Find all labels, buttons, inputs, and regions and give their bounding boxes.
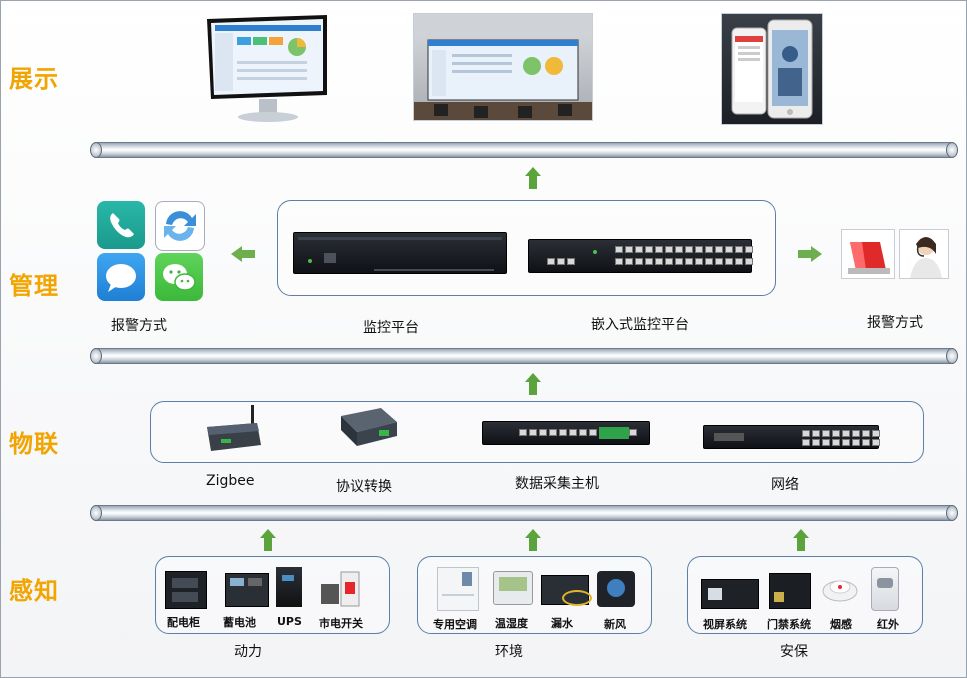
- message-bubble-icon: [97, 253, 145, 301]
- power-item-1: 配电柜: [167, 616, 200, 629]
- layer-label-iot: 物联: [9, 430, 59, 458]
- alarm-methods-right-label: 报警方式: [867, 315, 923, 331]
- bus-pipe-iot: [90, 505, 958, 521]
- security-item-2: 门禁系统: [767, 618, 811, 631]
- desktop-monitor-icon: [205, 13, 329, 123]
- air-conditioner-icon: [437, 567, 479, 611]
- data-collector-host: [482, 421, 650, 445]
- phone-call-icon: [97, 201, 145, 249]
- wechat-icon: [155, 253, 203, 301]
- layer-label-perception: 感知: [9, 577, 59, 605]
- network-label: 网络: [771, 477, 799, 493]
- power-group-title: 动力: [234, 644, 262, 660]
- arrow-up-to-management: [525, 373, 541, 395]
- environment-item-1: 专用空调: [433, 618, 477, 631]
- security-group-title: 安保: [780, 644, 808, 660]
- power-item-2: 蓄电池: [223, 616, 256, 629]
- alarm-light-icon: [841, 229, 895, 279]
- fresh-air-icon: [597, 571, 635, 607]
- data-collector-label: 数据采集主机: [515, 476, 599, 492]
- mains-switch-icon: [319, 568, 363, 610]
- bus-pipe-management: [90, 348, 958, 364]
- environment-item-3: 漏水: [551, 617, 573, 630]
- arrow-right-to-alarm: [798, 246, 822, 262]
- mobile-phone-icon: [721, 13, 823, 125]
- water-leak-icon: [541, 575, 592, 606]
- access-control-icon: [769, 573, 811, 609]
- environment-item-2: 温湿度: [495, 617, 528, 630]
- protocol-converter-label: 协议转换: [336, 479, 392, 495]
- layer-label-display: 展示: [9, 65, 59, 93]
- video-system-icon: [701, 579, 759, 609]
- battery-icon: [225, 573, 269, 607]
- protocol-converter: [335, 404, 401, 448]
- infrared-detector-icon: [871, 567, 899, 611]
- arrow-up-power: [260, 529, 276, 551]
- arrow-up-to-display: [525, 167, 541, 189]
- power-item-4: 市电开关: [319, 617, 363, 630]
- customer-service-icon: [899, 229, 949, 279]
- monitor-platform-label: 监控平台: [363, 320, 419, 336]
- sync-icon: [155, 201, 205, 251]
- embedded-platform-label: 嵌入式监控平台: [591, 317, 689, 333]
- security-item-4: 红外: [877, 618, 899, 631]
- security-item-3: 烟感: [830, 618, 852, 631]
- video-wall-icon: [413, 13, 593, 121]
- bus-pipe-display: [90, 142, 958, 158]
- monitoring-server: [293, 232, 507, 274]
- ups-icon: [276, 567, 302, 607]
- arrow-left-to-alarm: [231, 246, 255, 262]
- zigbee-gateway: [201, 405, 267, 455]
- alarm-methods-left-label: 报警方式: [111, 318, 167, 334]
- layer-label-management: 管理: [9, 272, 59, 300]
- temperature-humidity-icon: [493, 571, 533, 605]
- environment-group-title: 环境: [495, 644, 523, 660]
- zigbee-label: Zigbee: [206, 473, 255, 489]
- smoke-detector-icon: [821, 573, 859, 603]
- arrow-up-environment: [525, 529, 541, 551]
- power-item-3: UPS: [277, 615, 302, 628]
- network-switch: [703, 425, 880, 449]
- arrow-up-security: [793, 529, 809, 551]
- embedded-monitor-device: [528, 239, 753, 273]
- security-item-1: 视屏系统: [703, 618, 747, 631]
- environment-item-4: 新风: [604, 618, 626, 631]
- distribution-cabinet-icon: [165, 571, 207, 609]
